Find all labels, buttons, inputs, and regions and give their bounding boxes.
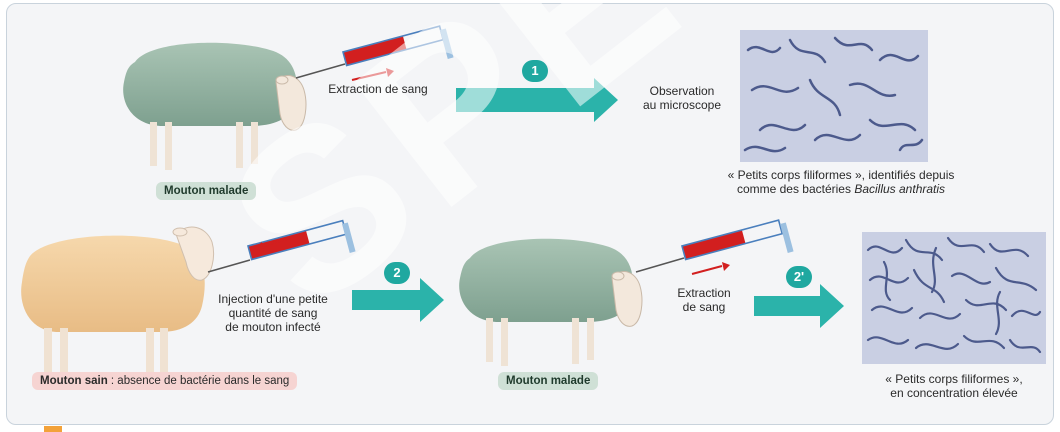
- extraction-bottom-line2: de sang: [664, 300, 744, 314]
- step-2prime-badge: 2': [786, 266, 812, 288]
- corner-tab: [44, 426, 62, 432]
- extraction-bottom-label: Extraction de sang: [664, 286, 744, 314]
- arrow-step2prime-icon: [754, 284, 844, 328]
- syringe-top-icon: [296, 26, 454, 80]
- syringe-bottom-left-icon: [208, 221, 356, 272]
- caption-top-line2: comme des bactéries Bacillus anthratis: [700, 182, 982, 196]
- arrow-step1-icon: [456, 78, 618, 122]
- mouton-sain-rest: : absence de bactérie dans le sang: [108, 375, 290, 387]
- sheep-healthy-icon: [21, 227, 213, 380]
- observation-label: Observation au microscope: [622, 84, 742, 112]
- injection-label: Injection d'une petite quantité de sang …: [208, 292, 338, 334]
- sheep-sick-bottom-icon: [459, 239, 642, 366]
- caption-bottom-line2: en concentration élevée: [862, 386, 1046, 400]
- step-2-badge: 2: [384, 262, 410, 284]
- mouton-sain-bold: Mouton sain: [40, 375, 108, 387]
- arrow-step2-icon: [352, 278, 444, 322]
- injection-line1: Injection d'une petite: [208, 292, 338, 306]
- mouton-malade-top-label: Mouton malade: [156, 182, 256, 200]
- extraction-top-label: Extraction de sang: [318, 82, 438, 96]
- injection-line3: de mouton infecté: [208, 320, 338, 334]
- observation-line2: au microscope: [622, 98, 742, 112]
- caption-top-line2-prefix: comme des bactéries: [737, 182, 854, 196]
- caption-top: « Petits corps filiformes », identifiés …: [700, 168, 982, 196]
- step-1-badge: 1: [522, 60, 548, 82]
- microscope-view-bottom-icon: [862, 232, 1046, 364]
- mouton-malade-bottom-label: Mouton malade: [498, 372, 598, 390]
- extraction-bottom-line1: Extraction: [664, 286, 744, 300]
- injection-line2: quantité de sang: [208, 306, 338, 320]
- microscope-view-top-icon: [740, 30, 928, 162]
- caption-top-species: Bacillus anthratis: [854, 182, 945, 196]
- caption-top-line1: « Petits corps filiformes », identifiés …: [700, 168, 982, 182]
- caption-bottom-line1: « Petits corps filiformes »,: [862, 372, 1046, 386]
- mouton-sain-label: Mouton sain : absence de bactérie dans l…: [32, 372, 297, 390]
- syringe-bottom-right-icon: [636, 220, 794, 274]
- observation-line1: Observation: [622, 84, 742, 98]
- sheep-sick-top-icon: [123, 43, 306, 170]
- caption-bottom: « Petits corps filiformes », en concentr…: [862, 372, 1046, 400]
